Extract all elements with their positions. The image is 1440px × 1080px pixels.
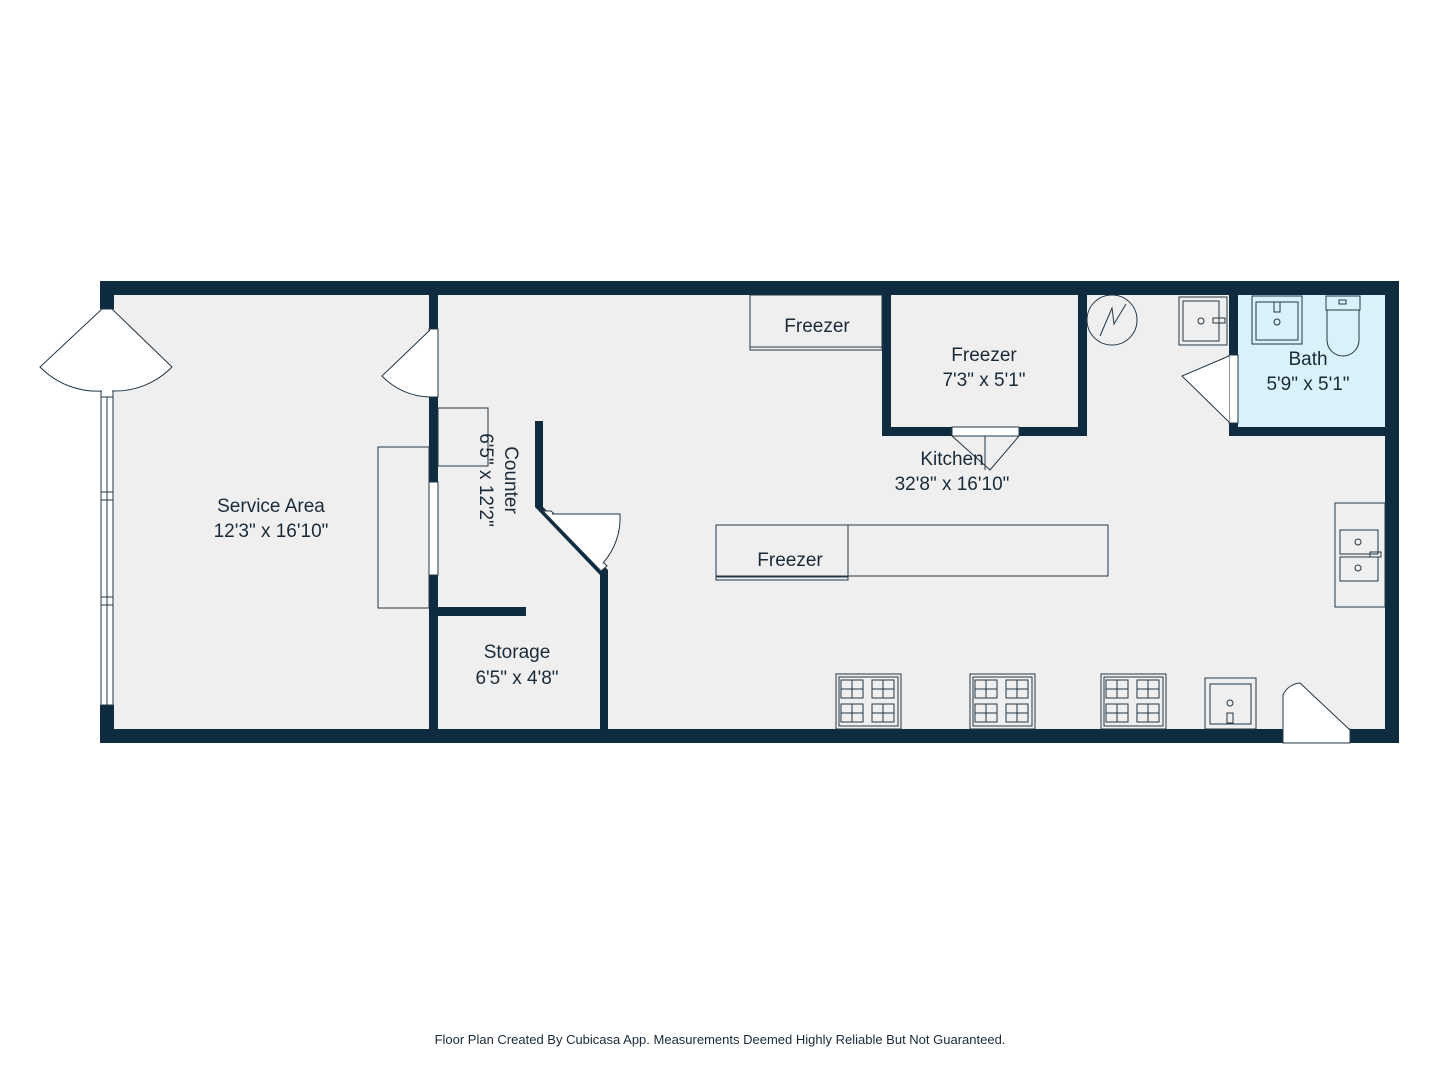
floor-bath <box>1237 289 1391 428</box>
rear-door <box>1282 682 1351 744</box>
stove-icon <box>835 673 902 730</box>
footer-disclaimer: Floor Plan Created By Cubicasa App. Meas… <box>434 1032 1006 1047</box>
room-label-bath: Bath <box>1288 349 1327 370</box>
double-sink-icon <box>1334 502 1386 608</box>
fixture-label-freezer-island: Freezer <box>757 550 823 571</box>
toilet-icon <box>1325 295 1361 357</box>
room-dims-kitchen: 32'8" x 16'10" <box>895 474 1010 495</box>
room-label-kitchen: Kitchen <box>920 449 983 470</box>
floor-main <box>108 289 1391 735</box>
counter-outline <box>377 407 489 609</box>
exterior-walls <box>100 281 1399 743</box>
utility-sink-icon <box>1178 296 1228 346</box>
room-dims-freezer-walkin: 7'3" x 5'1" <box>942 370 1025 391</box>
room-label-counter: Counter <box>500 446 521 514</box>
island-counter <box>715 524 1109 581</box>
fixture-label-freezer-top: Freezer <box>784 316 850 337</box>
freezer-top-unit <box>749 294 883 351</box>
room-dims-counter: 6'5" x 12'2" <box>475 433 496 527</box>
front-windows <box>100 308 114 706</box>
room-label-service-area: Service Area <box>217 496 325 517</box>
front-double-door <box>39 308 173 392</box>
service-door <box>381 328 439 398</box>
room-dims-service-area: 12'3" x 16'10" <box>214 521 329 542</box>
water-heater-icon <box>1086 294 1138 346</box>
kitchen-storage-door <box>541 510 621 572</box>
bath-door <box>1181 354 1239 424</box>
bath-sink-icon <box>1251 295 1303 345</box>
room-label-freezer-walkin: Freezer <box>951 345 1017 366</box>
stove-icon <box>1100 673 1167 730</box>
prep-sink-icon <box>1204 677 1257 730</box>
stove-icon <box>969 673 1036 730</box>
room-label-storage: Storage <box>484 642 551 663</box>
room-dims-storage: 6'5" x 4'8" <box>475 668 558 689</box>
freezer-walkin-door <box>951 426 1020 471</box>
room-dims-bath: 5'9" x 5'1" <box>1266 374 1349 395</box>
